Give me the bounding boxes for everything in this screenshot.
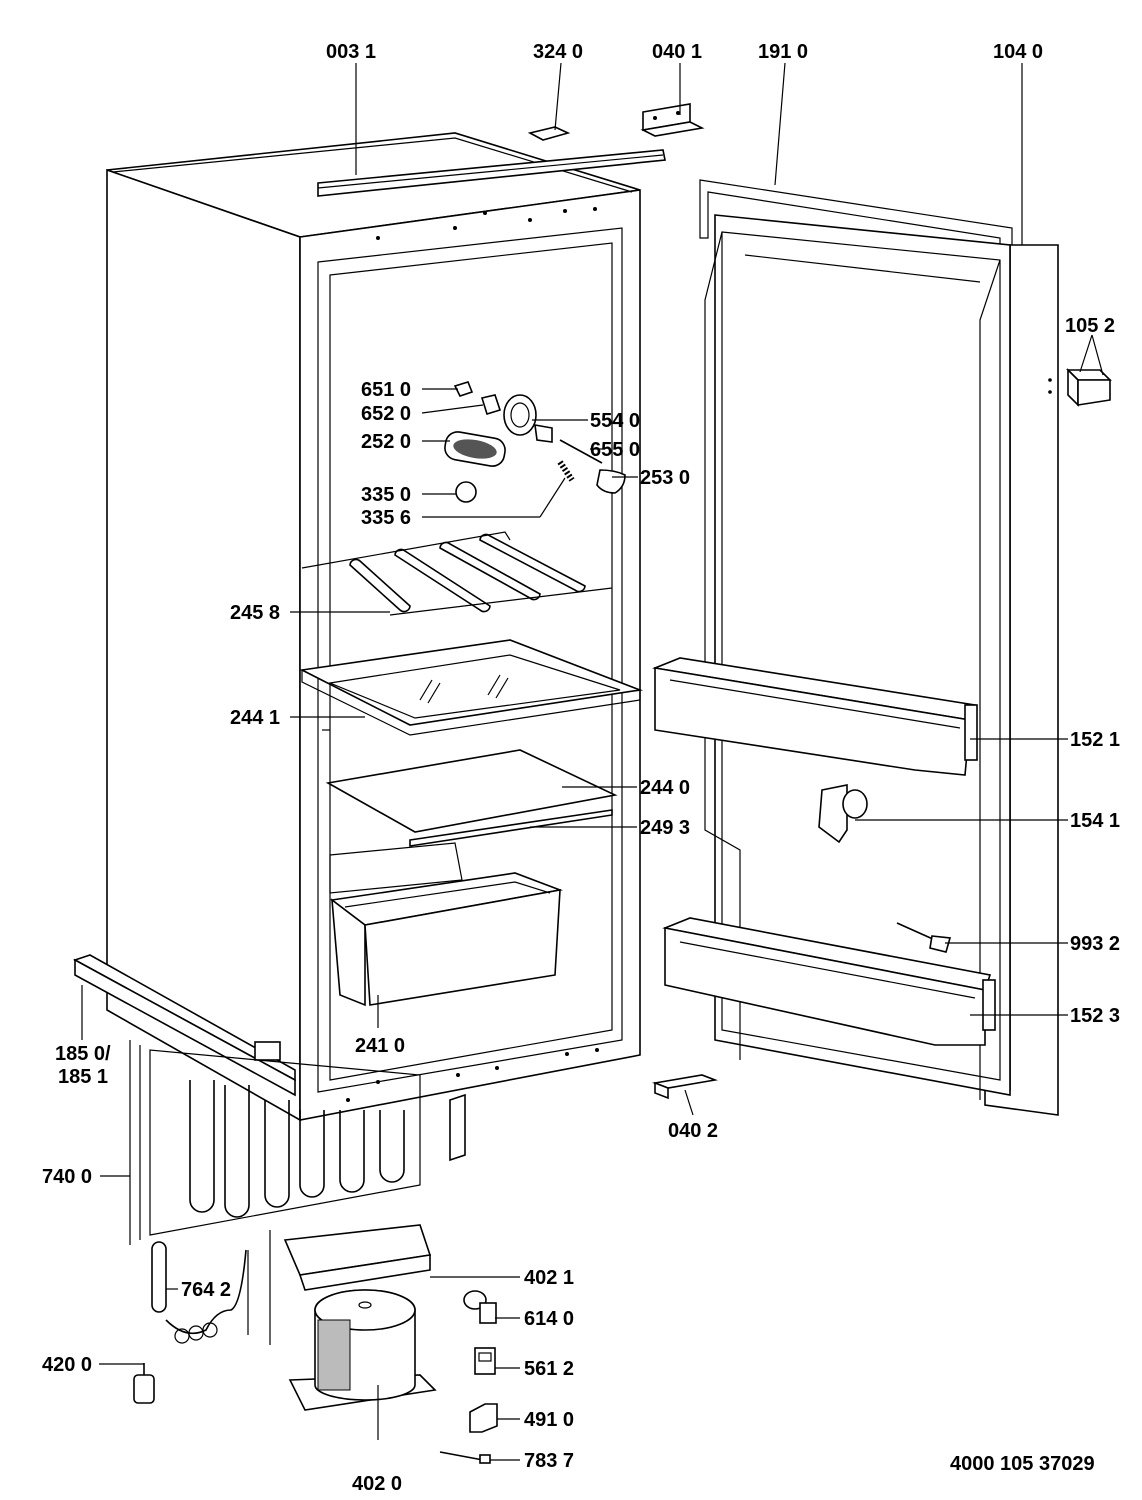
label-655-0: 655 0 — [590, 439, 640, 461]
label-040-2: 040 2 — [668, 1120, 718, 1142]
label-244-1: 244 1 — [230, 707, 280, 729]
condenser-grille — [129, 1040, 466, 1245]
label-249-3: 249 3 — [640, 817, 690, 839]
label-993-2: 993 2 — [1070, 933, 1120, 955]
label-554-0: 554 0 — [590, 410, 640, 432]
label-764-2: 764 2 — [181, 1279, 231, 1301]
label-335-0: 335 0 — [361, 484, 411, 506]
label-740-0: 740 0 — [42, 1166, 92, 1188]
fridge-door — [699, 179, 1059, 1116]
part-491-0-cover — [469, 1403, 498, 1433]
part-614-0-relay — [463, 1290, 497, 1324]
label-253-0: 253 0 — [640, 467, 690, 489]
door-bin-lower — [662, 917, 996, 1046]
hinge-upper — [640, 103, 705, 137]
hinge-lower — [651, 1074, 719, 1100]
glass-shelf-upper — [299, 639, 644, 736]
label-191-0: 191 0 — [758, 41, 808, 63]
label-402-1: 402 1 — [524, 1267, 574, 1289]
glass-shelf-lower — [325, 749, 618, 847]
capacitor — [133, 1363, 155, 1404]
label-104-0: 104 0 — [993, 41, 1043, 63]
evaporator-coil — [301, 531, 613, 616]
part-561-2-overload — [474, 1347, 496, 1375]
label-652-0: 652 0 — [361, 403, 411, 425]
label-335-6: 335 6 — [361, 507, 411, 529]
label-152-3: 152 3 — [1070, 1005, 1120, 1027]
label-561-2: 561 2 — [524, 1358, 574, 1380]
label-105-2: 105 2 — [1065, 315, 1115, 337]
label-244-0: 244 0 — [640, 777, 690, 799]
document-number: 4000 105 37029 — [950, 1453, 1095, 1475]
label-491-0: 491 0 — [524, 1409, 574, 1431]
door-bin-upper — [652, 657, 978, 776]
leader-lines — [81, 62, 1104, 1461]
thermostat-parts — [444, 381, 626, 503]
crisper-drawer — [329, 872, 563, 1007]
label-420-0: 420 0 — [42, 1354, 92, 1376]
filter-dryer — [151, 1241, 247, 1344]
label-241-0: 241 0 — [355, 1035, 405, 1057]
part-993-2-sensor — [896, 922, 952, 953]
base-trim — [73, 954, 296, 1097]
label-152-1: 152 1 — [1070, 729, 1120, 751]
compressor-bracket — [247, 1224, 432, 1345]
compressor — [288, 1289, 437, 1411]
label-402-0: 402 0 — [352, 1473, 402, 1495]
label-185-1: 185 1 — [58, 1066, 108, 1088]
label-651-0: 651 0 — [361, 379, 411, 401]
part-labels: 003 1 324 0 040 1 191 0 104 0 105 2 651 … — [42, 41, 1120, 1495]
label-154-1: 154 1 — [1070, 810, 1120, 832]
label-614-0: 614 0 — [524, 1308, 574, 1330]
top-rail — [317, 149, 666, 197]
label-245-8: 245 8 — [230, 602, 280, 624]
label-324-0: 324 0 — [533, 41, 583, 63]
part-154-1-bracket — [818, 784, 868, 844]
label-040-1: 040 1 — [652, 41, 702, 63]
part-783-7-pin — [439, 1451, 491, 1464]
label-252-0: 252 0 — [361, 431, 411, 453]
label-783-7: 783 7 — [524, 1450, 574, 1472]
label-185-0: 185 0/ — [55, 1043, 111, 1065]
label-003-1: 003 1 — [326, 41, 376, 63]
door-hinge-right — [1048, 368, 1112, 407]
part-324-0-tab — [527, 126, 571, 141]
